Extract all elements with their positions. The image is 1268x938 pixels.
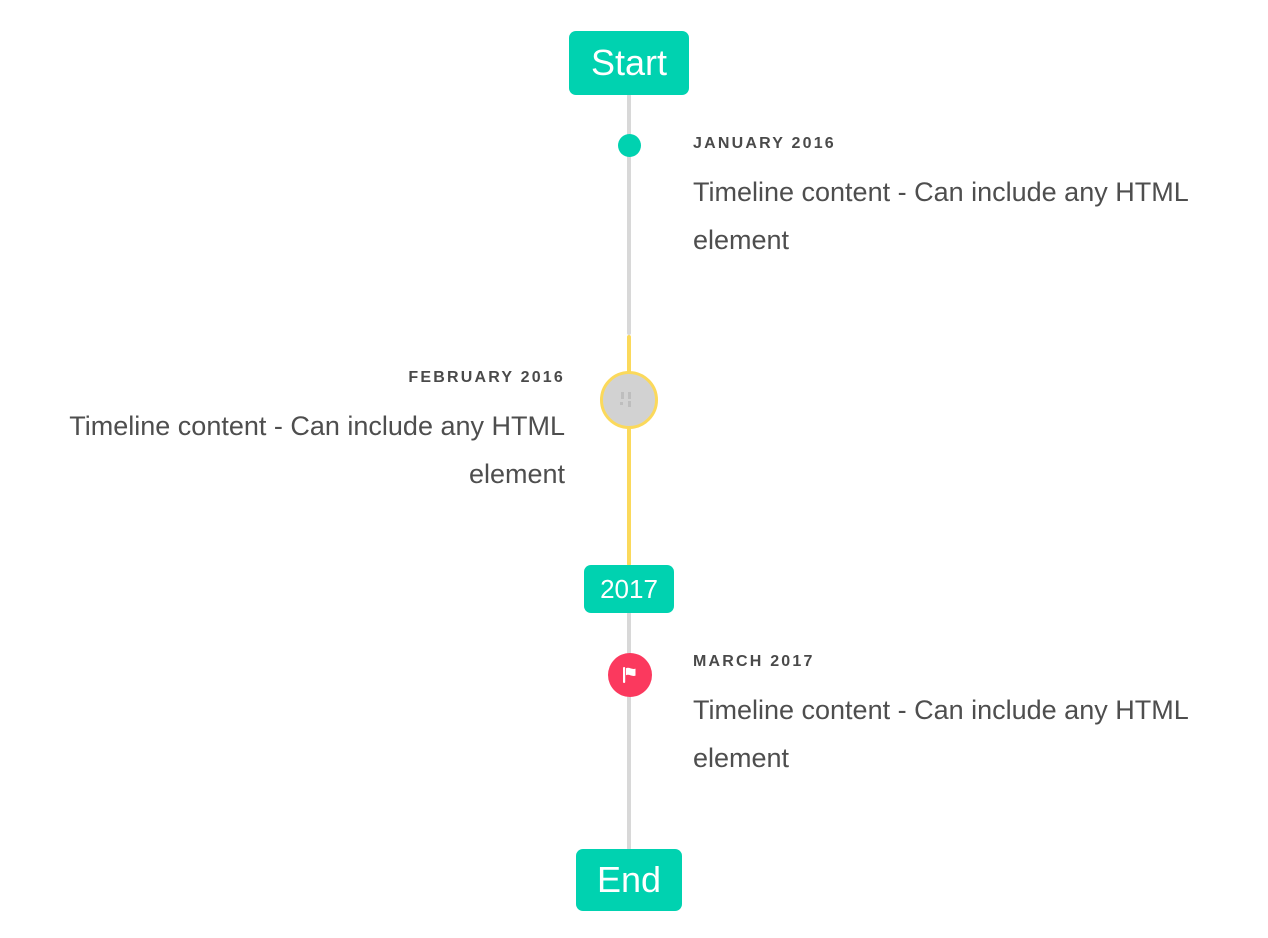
dot-marker[interactable] (618, 134, 641, 157)
timeline-end-badge[interactable]: End (576, 849, 682, 911)
timeline-entry-march-2017: MARCH 2017 Timeline content - Can includ… (693, 652, 1233, 782)
broken-image-icon (620, 392, 638, 408)
timeline-entry-body: Timeline content - Can include any HTML … (693, 695, 1188, 774)
timeline-entry-label: FEBRUARY 2016 (408, 369, 565, 386)
timeline-entry-february-2016: FEBRUARY 2016 Timeline content - Can inc… (25, 368, 565, 498)
flag-icon (623, 667, 636, 683)
timeline-rail-segment-gray-top (627, 94, 631, 335)
timeline-year-badge[interactable]: 2017 (584, 565, 674, 613)
timeline-rail-segment-gray-bottom (627, 612, 631, 850)
timeline-entry-january-2016: JANUARY 2016 Timeline content - Can incl… (693, 134, 1233, 264)
timeline-entry-body: Timeline content - Can include any HTML … (69, 411, 565, 490)
timeline-entry-label: JANUARY 2016 (693, 135, 836, 152)
timeline-rail-segment-yellow (627, 335, 631, 566)
timeline-start-badge[interactable]: Start (569, 31, 689, 95)
timeline-entry-body: Timeline content - Can include any HTML … (693, 177, 1188, 256)
timeline-entry-label: MARCH 2017 (693, 653, 815, 670)
flag-icon-marker[interactable] (608, 653, 652, 697)
broken-image-icon-marker[interactable] (600, 371, 658, 429)
